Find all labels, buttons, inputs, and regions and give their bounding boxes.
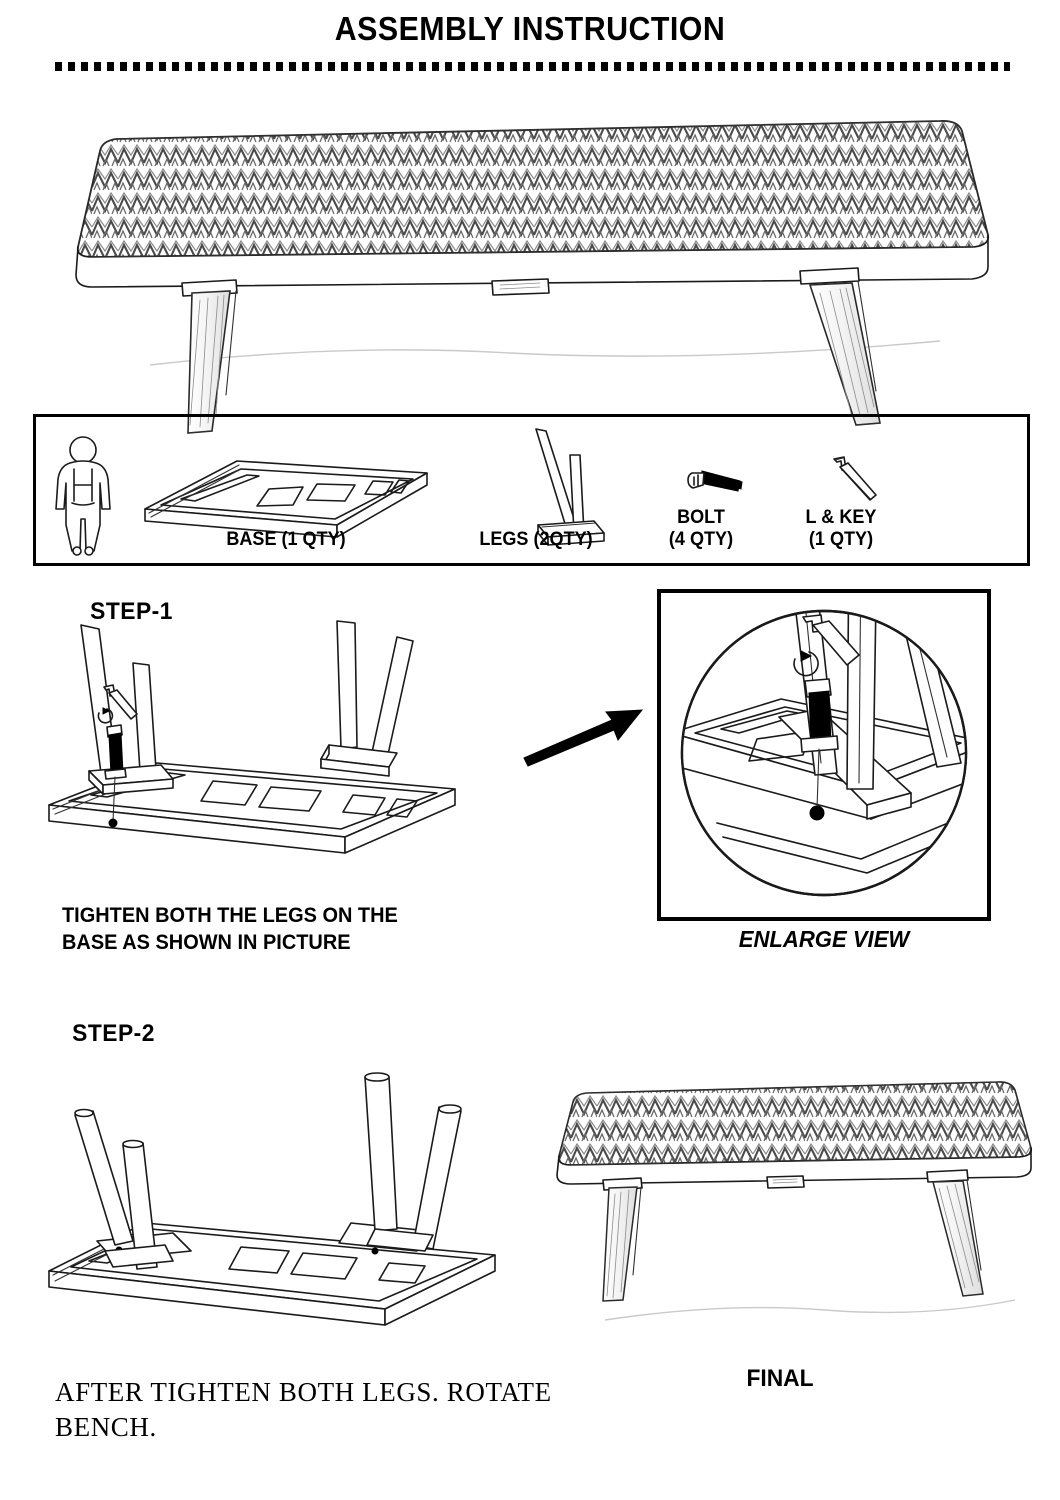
step-1-illustration [45,615,515,895]
parts-list-box: BASE (1 QTY) LEGS (2QTY) BOLT (4 QTY) L … [33,414,1030,566]
step2-leg-3 [364,1076,398,1232]
final-center-bracket [766,1175,805,1189]
step-1-caption: TIGHTEN BOTH THE LEGS ON THE BASE AS SHO… [62,904,398,954]
step-2-caption: AFTER TIGHTEN BOTH LEGS. ROTATE BENCH. [55,1377,552,1443]
part-label-legs: LEGS (2QTY) [479,529,593,550]
final-seat-upholstery [557,1081,1033,1166]
center-bracket [491,278,550,296]
page-title: ASSEMBLY INSTRUCTION [334,10,726,47]
final-bench-illustration [545,1070,1045,1350]
enlarge-view-label: ENLARGE VIEW [738,926,910,952]
leg-pair-icon [508,425,618,550]
final-leg-right [932,1180,984,1297]
step2-leg-4 [412,1106,462,1250]
seat-upholstery [76,120,990,258]
step1-fastener-detail [97,684,138,828]
base-panel-icon [141,443,431,543]
allen-key-icon [828,455,884,505]
part-label-base: BASE (1 QTY) [226,529,346,550]
part-label-lkey: L & KEY (1 QTY) [805,507,877,550]
step2-leg-1 [74,1110,134,1246]
final-label: FINAL [746,1365,814,1392]
title-divider-rule [55,62,1010,71]
arrow-to-enlarge-view-icon [520,690,650,770]
hero-bench-illustration [40,95,1030,434]
enlarge-view-illustration [661,593,987,917]
step-2-heading: STEP-2 [72,1020,155,1047]
step-2-illustration [45,1055,545,1345]
one-person-assembly-icon [52,433,114,556]
part-label-bolt: BOLT (4 QTY) [668,507,734,550]
final-leg-left [602,1186,638,1302]
enlarge-view-box [657,589,991,921]
bolt-icon [684,463,746,499]
step1-leg-right-front [370,636,414,760]
step-1-heading: STEP-1 [90,598,173,625]
step1-leg-right-rear [336,620,358,750]
